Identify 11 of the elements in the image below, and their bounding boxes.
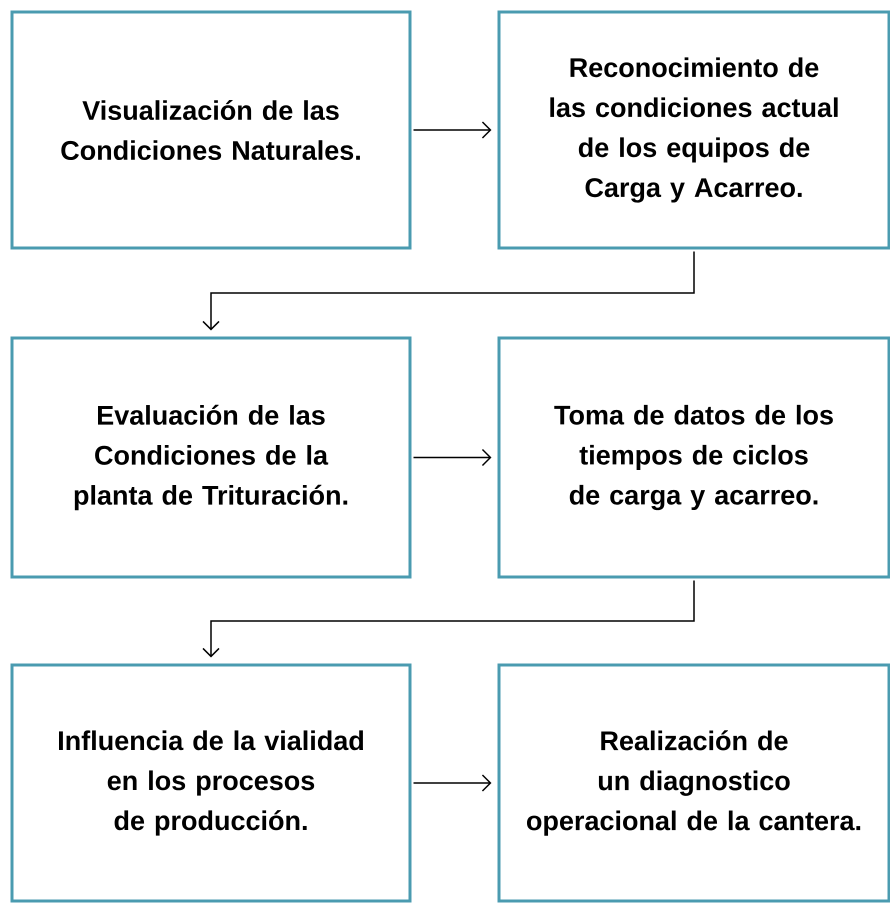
- arrow: [414, 448, 492, 466]
- arrow: [414, 774, 492, 792]
- process-box: Evaluación de las Condiciones de la planta de Trituración.: [10, 336, 412, 578]
- process-box: Visualización de las Condiciones Naturales.: [10, 10, 412, 250]
- process-box: Reconocimiento de las condiciones actual de los equipos de Carga y Acarreo.: [498, 10, 890, 250]
- arrow: [414, 121, 492, 139]
- process-box: Toma de datos de los tiempos de ciclos de carga y acarreo.: [498, 336, 890, 578]
- process-box: Realización de un diagnostico operacional de la cantera.: [498, 664, 890, 902]
- arrow: [202, 252, 695, 330]
- arrow: [202, 580, 695, 658]
- process-box: Influencia de la vialidad en los procesos de producción.: [10, 664, 412, 902]
